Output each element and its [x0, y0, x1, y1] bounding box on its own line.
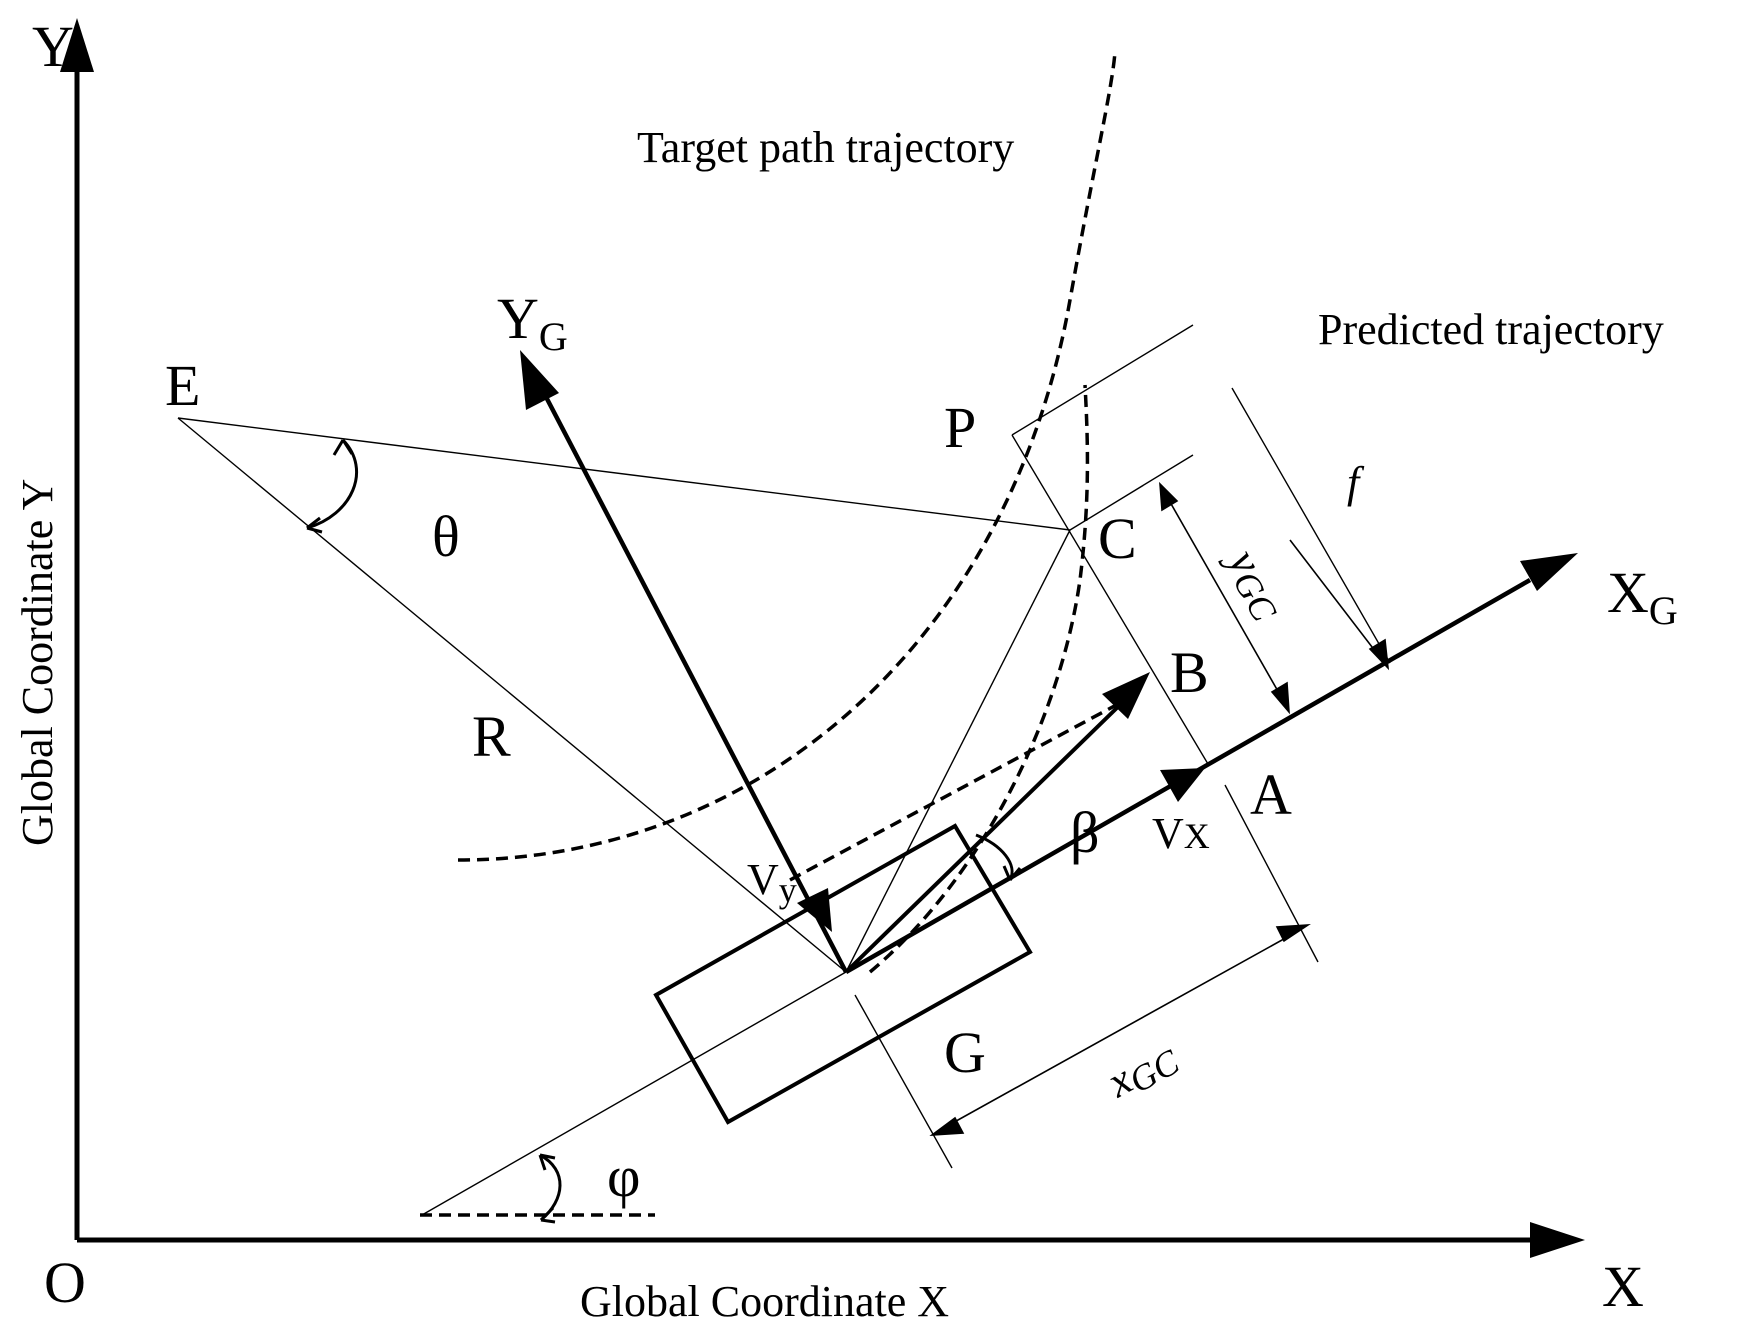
- line-P-A: [1011, 434, 1209, 765]
- point-E-label: E: [165, 353, 200, 418]
- global-y-axis-letter: Y: [32, 14, 74, 79]
- global-axes: [60, 18, 1585, 1258]
- xg-arrowhead: [1520, 553, 1578, 591]
- ygc-arrowhead-bottom: [1270, 681, 1290, 715]
- vy-arrowhead: [797, 888, 832, 932]
- vx-label: VX: [1152, 809, 1210, 858]
- global-x-caption: Global Coordinate X: [580, 1277, 949, 1325]
- phi-arc-arrowhead-top: [538, 1153, 556, 1171]
- origin-label: O: [44, 1250, 86, 1315]
- beta-arc-arrowhead: [1002, 865, 1022, 881]
- phi-arc-arrowhead-bottom: [539, 1206, 556, 1224]
- line-C-ext: [1069, 454, 1194, 531]
- ygc-dimension-line: [1161, 487, 1284, 701]
- line-G-C: [845, 529, 1071, 973]
- target-path-curve: [457, 51, 1117, 862]
- global-x-axis-letter: X: [1602, 1254, 1644, 1319]
- construction-lines: [177, 324, 1391, 1216]
- vehicle-body: [653, 823, 1033, 1125]
- global-y-arrowhead: [60, 18, 94, 72]
- trajectories: [420, 51, 1121, 1217]
- dimension-arrows: [929, 481, 1390, 1136]
- point-A-label: A: [1250, 762, 1292, 827]
- vy-sub: y: [779, 870, 797, 910]
- xgc-label: xGC: [1098, 1030, 1186, 1111]
- point-B-label: B: [1170, 640, 1209, 705]
- xg-main: X: [1607, 560, 1649, 625]
- target-path-caption: Target path trajectory: [637, 123, 1014, 172]
- predicted-trajectory-caption: Predicted trajectory: [1318, 305, 1664, 354]
- point-P-label: P: [944, 395, 976, 460]
- angle-arcs: [306, 438, 1022, 1224]
- xgc-left-ext: [854, 994, 953, 1169]
- xg-sub: G: [1649, 588, 1678, 633]
- theta-arc-arrowhead-top: [332, 439, 354, 456]
- velocity-vector: [844, 698, 1127, 974]
- vx-arrowhead: [1160, 768, 1205, 802]
- point-C-label: C: [1098, 506, 1137, 571]
- vy-label: Vy: [747, 855, 797, 910]
- xgc-arrowhead-left: [929, 1116, 965, 1136]
- yg-arrowhead: [520, 350, 559, 410]
- line-E-G: [177, 417, 847, 973]
- yg-axis: [543, 393, 848, 974]
- f-arrowhead: [1368, 638, 1390, 671]
- line-heading-ext: [421, 971, 847, 1216]
- R-label: R: [472, 704, 511, 769]
- ygc-arrowhead-top: [1159, 481, 1179, 512]
- theta-arc-arrowhead-bottom: [306, 516, 323, 534]
- vx-main: V: [1152, 809, 1184, 858]
- yg-main: Y: [497, 286, 539, 351]
- f-label: f: [1347, 458, 1365, 507]
- global-y-caption: Global Coordinate Y: [13, 479, 62, 846]
- predicted-trajectory-curve: [868, 384, 1090, 974]
- f-dimension-line: [1289, 539, 1383, 661]
- xgc-dimension-line: [939, 929, 1301, 1131]
- yg-sub: G: [539, 314, 568, 359]
- phi-label: φ: [607, 1144, 640, 1209]
- vehicle-frame-axes: [520, 350, 1578, 974]
- vx-sub: X: [1184, 816, 1210, 856]
- velocity-dashed-line: [789, 701, 1121, 882]
- global-x-arrowhead: [1530, 1222, 1585, 1258]
- theta-arc: [306, 438, 359, 530]
- xgc-right-ext: [1224, 784, 1319, 963]
- yg-axis-label: YG: [497, 286, 568, 359]
- beta-arc: [975, 833, 1014, 881]
- xg-axis-label: XG: [1607, 560, 1678, 633]
- theta-label: θ: [432, 504, 460, 569]
- point-G-label: G: [944, 1020, 986, 1085]
- vy-main: V: [747, 855, 779, 904]
- f-ext-line: [1231, 387, 1391, 664]
- xgc-arrowhead-right: [1275, 924, 1311, 943]
- line-E-C: [177, 417, 1071, 531]
- velocity-arrowhead: [1102, 672, 1150, 719]
- beta-label: β: [1070, 800, 1100, 865]
- ygc-label: yGC: [1214, 538, 1296, 629]
